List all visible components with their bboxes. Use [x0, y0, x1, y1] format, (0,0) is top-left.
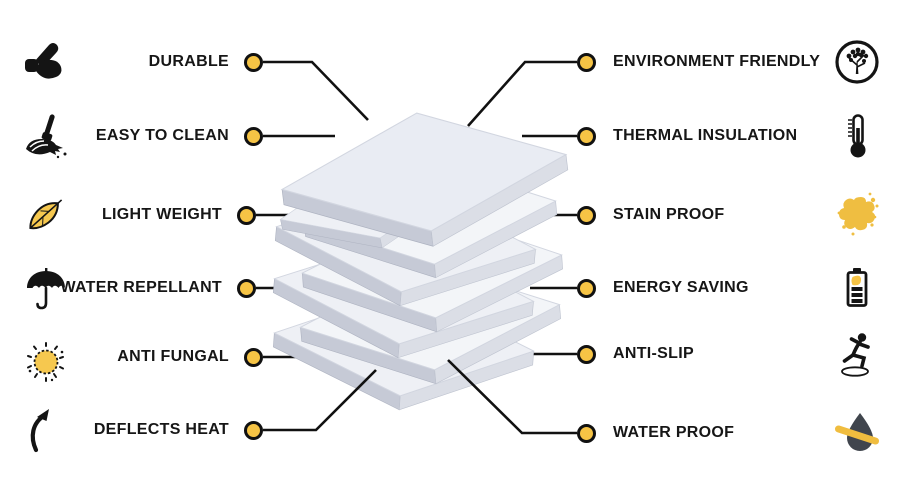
feature-row-thermal-insulation: THERMAL INSULATION — [577, 124, 797, 148]
connector-dot — [577, 205, 596, 225]
connector-dot — [237, 278, 256, 298]
feature-label: WATER REPELLANT — [60, 279, 222, 296]
muscle-arm-icon — [20, 36, 72, 88]
feature-row-durable: DURABLE — [149, 50, 263, 74]
feature-label: ENVIRONMENT FRIENDLY — [613, 53, 821, 70]
feature-row-environment-friendly: ENVIRONMENT FRIENDLY — [577, 50, 820, 74]
connector-dot — [577, 423, 596, 443]
feature-label: EASY TO CLEAN — [95, 127, 229, 144]
connector-dot — [577, 52, 596, 72]
mop-icon — [20, 111, 72, 163]
feather-icon — [20, 188, 72, 240]
feature-label: LIGHT WEIGHT — [101, 206, 222, 223]
feature-row-energy-saving: ENERGY SAVING — [577, 276, 749, 300]
feature-row-easy-to-clean: EASY TO CLEAN — [96, 124, 263, 148]
connector-dot — [237, 205, 256, 225]
tile-stack-image — [272, 112, 569, 411]
feature-row-water-repellant: WATER REPELLANT — [60, 276, 256, 300]
connector-dot — [577, 344, 596, 364]
feature-label: WATER PROOF — [613, 424, 735, 441]
connector-lines-over — [263, 60, 577, 435]
curved-arrow-icon — [20, 404, 72, 456]
tree-circle-icon — [831, 36, 883, 88]
feature-label: ENERGY SAVING — [613, 279, 749, 296]
feature-label: DURABLE — [148, 53, 229, 70]
connector-dot — [244, 126, 263, 146]
connector-dot — [577, 278, 596, 298]
feature-label: ANTI-SLIP — [613, 345, 694, 362]
feature-label: DEFLECTS HEAT — [93, 421, 229, 438]
thermometer-icon — [831, 110, 883, 162]
stain-splatter-icon — [831, 189, 883, 241]
feature-row-anti-fungal: ANTI FUNGAL — [117, 345, 263, 369]
feature-row-stain-proof: STAIN PROOF — [577, 203, 724, 227]
feature-label: STAIN PROOF — [613, 206, 725, 223]
slipping-person-icon — [831, 328, 883, 380]
feature-label: ANTI FUNGAL — [117, 348, 229, 365]
no-water-drop-icon — [831, 407, 883, 459]
connector-dot — [244, 347, 263, 367]
feature-row-deflects-heat: DEFLECTS HEAT — [94, 418, 263, 442]
feature-row-water-proof: WATER PROOF — [577, 421, 734, 445]
feature-row-light-weight: LIGHT WEIGHT — [102, 203, 256, 227]
connector-dot — [244, 420, 263, 440]
eco-battery-icon — [831, 262, 883, 314]
feature-row-anti-slip: ANTI-SLIP — [577, 342, 694, 366]
connector-dot — [577, 126, 596, 146]
connector-dot — [244, 52, 263, 72]
umbrella-icon — [20, 264, 72, 316]
feature-label: THERMAL INSULATION — [613, 127, 798, 144]
sun-icon — [20, 336, 72, 388]
